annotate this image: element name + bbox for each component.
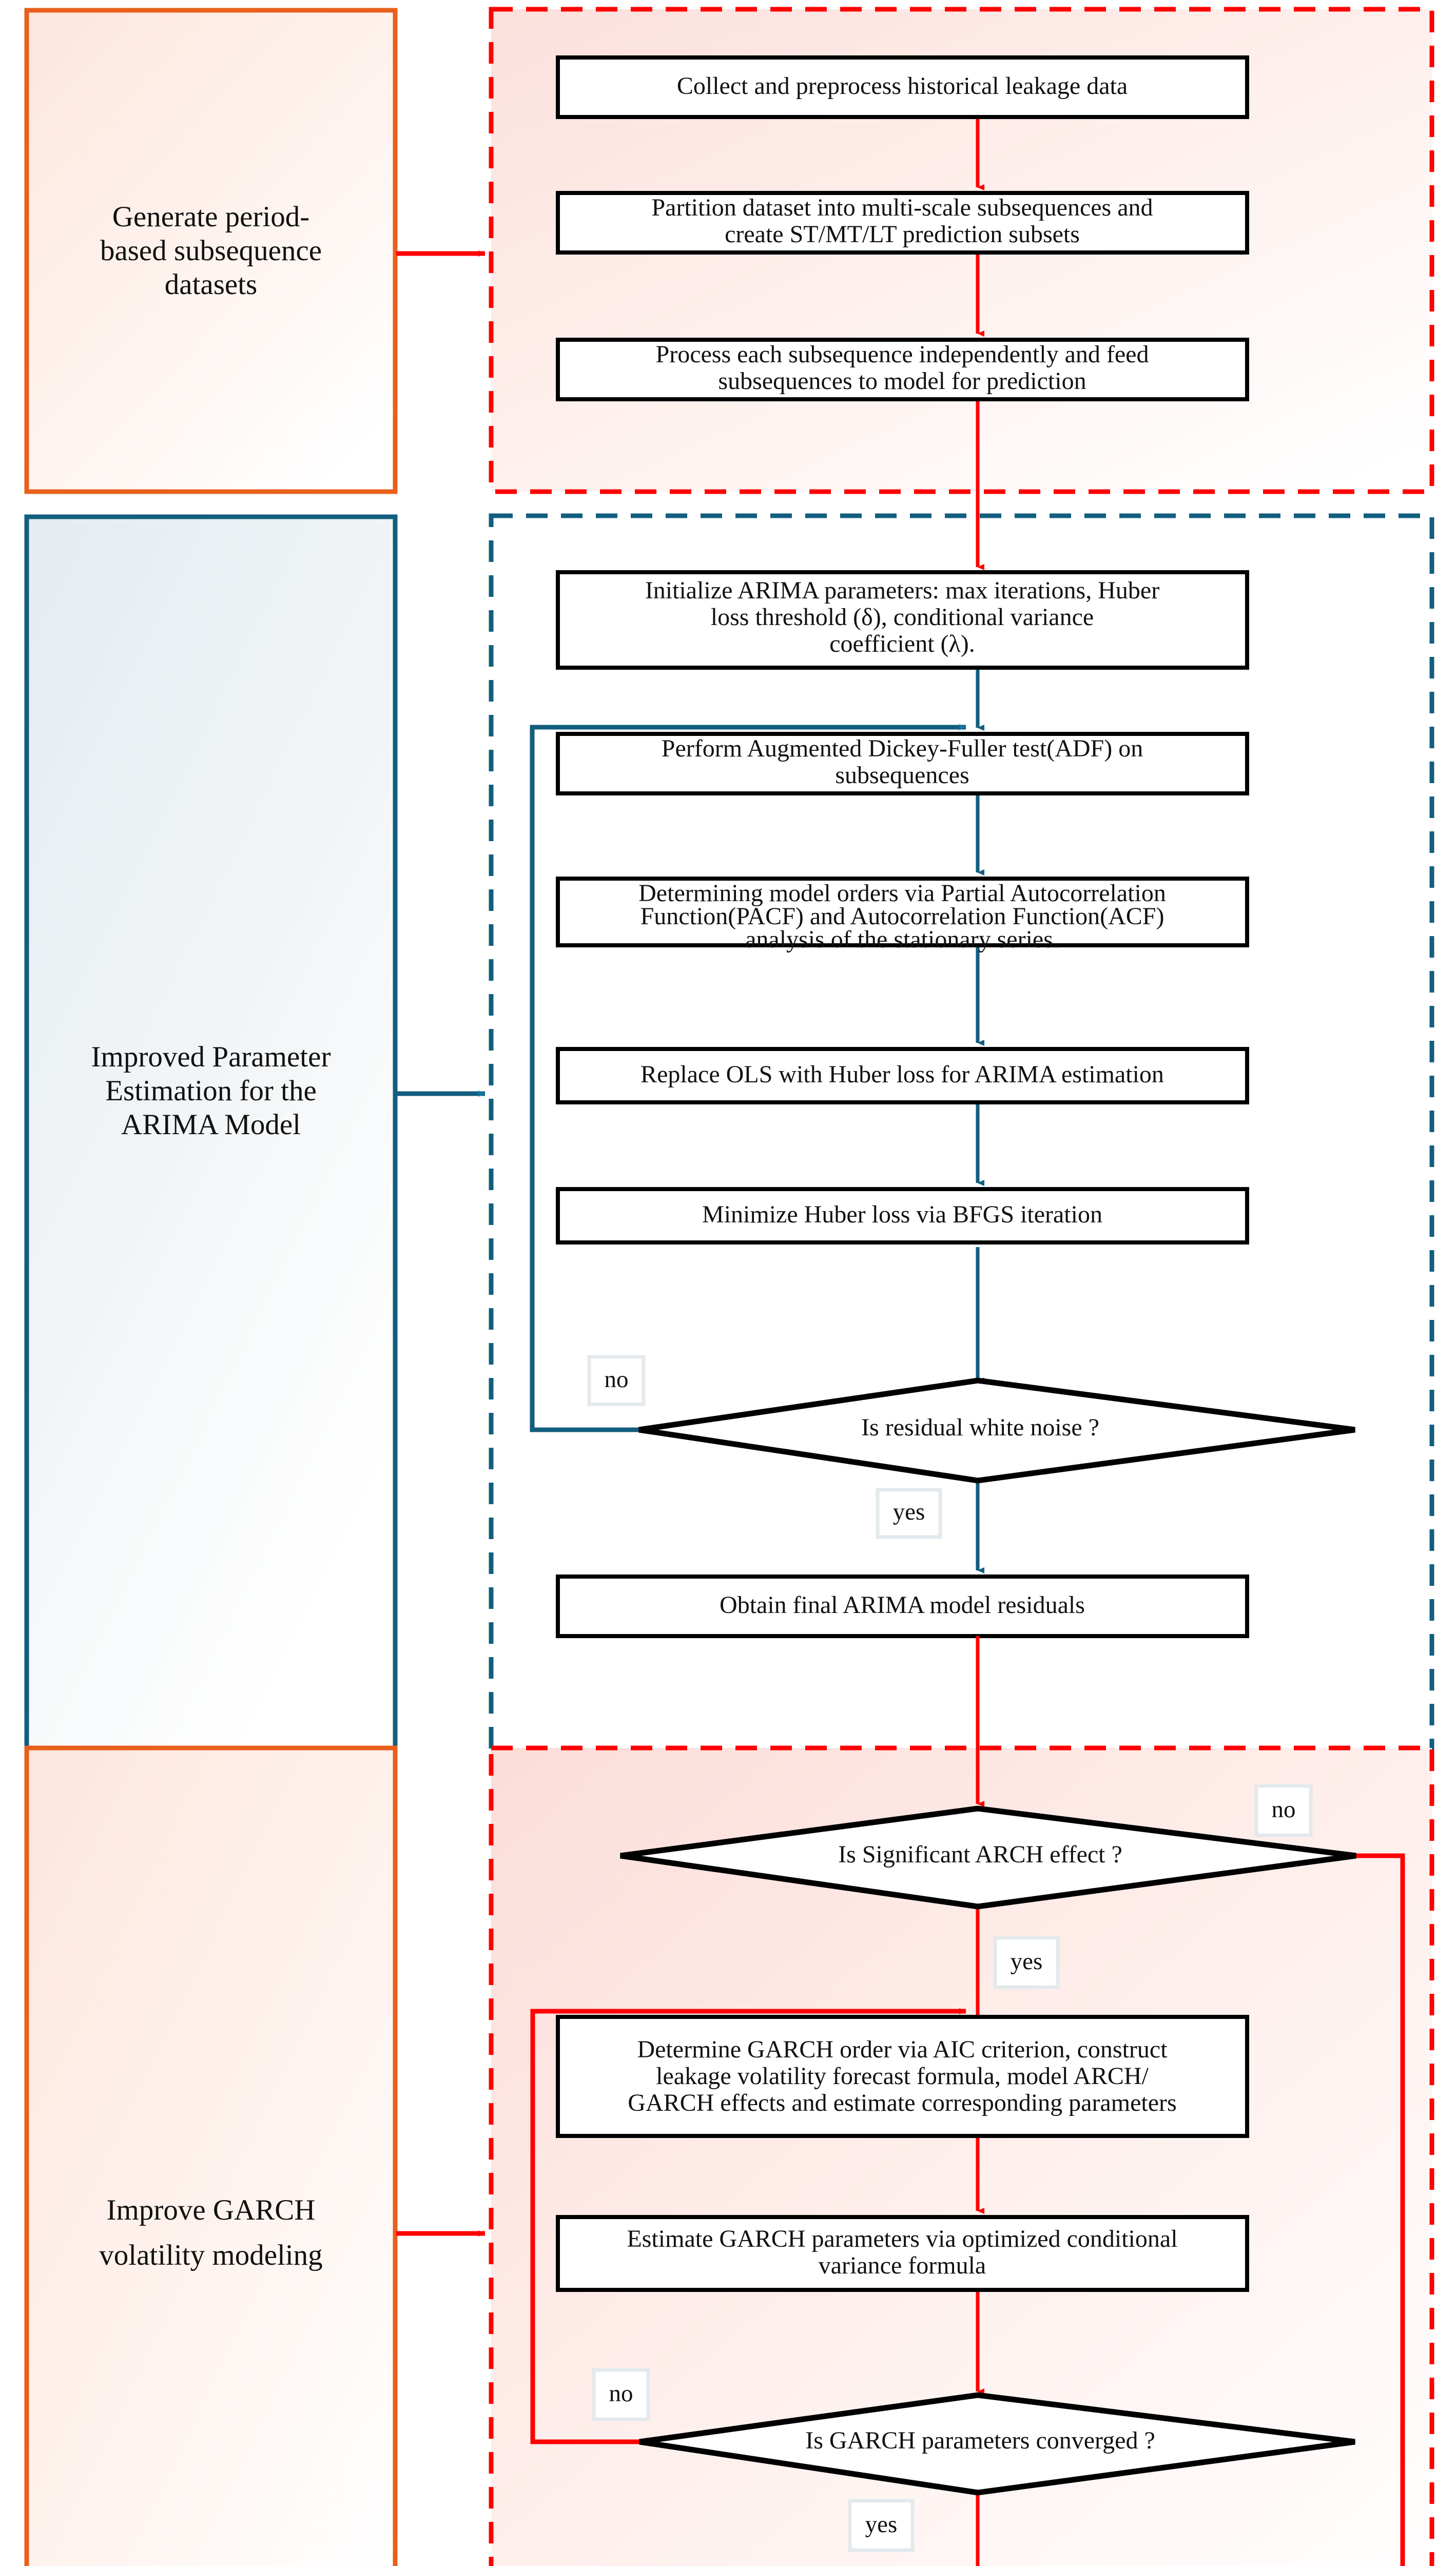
stage-panel-1[interactable]	[24, 8, 398, 494]
svg-text:Replace OLS with Huber loss fo: Replace OLS with Huber loss for ARIMA es…	[640, 1061, 1164, 1088]
stage-panel-1-label: Generate period- based subsequence datas…	[100, 201, 322, 301]
stage-panel-2-label: Improved Parameter Estimation for the AR…	[91, 1041, 331, 1141]
node-n10[interactable]: Obtain final ARIMA model residuals	[556, 1574, 1249, 1638]
node-n8[interactable]: Minimize Huber loss via BFGS iteration	[556, 1187, 1249, 1245]
node-n6[interactable]: Determining model orders via Partial Aut…	[556, 877, 1249, 953]
svg-text:coefficient (λ).: coefficient (λ).	[829, 630, 975, 657]
svg-text:Function(PACF) and Autocorrela: Function(PACF) and Autocorrelation Funct…	[640, 903, 1164, 930]
edge-n9-no-loop	[530, 724, 966, 1432]
svg-text:Obtain final ARIMA model resid: Obtain final ARIMA model residuals	[720, 1591, 1085, 1619]
stage-panel-3-label: Improve GARCH volatility modeling	[99, 2194, 322, 2271]
node-n5[interactable]: Perform Augmented Dickey-Fuller test(ADF…	[556, 732, 1249, 795]
svg-text:GARCH effects and estimate cor: GARCH effects and estimate corresponding…	[628, 2089, 1176, 2116]
node-n9[interactable]: Is residual white noise ?	[638, 1377, 1355, 1484]
edge-label-n9-no: no	[587, 1355, 646, 1406]
node-n3[interactable]: Process each subsequence independently a…	[556, 338, 1249, 401]
node-n13[interactable]: Estimate GARCH parameters via optimized …	[556, 2215, 1249, 2292]
svg-text:Is GARCH parameters converged: Is GARCH parameters converged ?	[805, 2427, 1155, 2454]
svg-text:variance formula: variance formula	[819, 2252, 986, 2279]
svg-text:Improve GARCH: Improve GARCH	[107, 2194, 316, 2226]
node-n7[interactable]: Replace OLS with Huber loss for ARIMA es…	[556, 1047, 1249, 1104]
svg-text:Estimation for the: Estimation for the	[105, 1075, 317, 1107]
edge-label-n11-yes: yes	[993, 1936, 1060, 1989]
svg-text:Determining model orders via P: Determining model orders via Partial Aut…	[638, 880, 1166, 907]
svg-text:yes: yes	[865, 2511, 898, 2538]
svg-text:Collect and preprocess histori: Collect and preprocess historical leakag…	[677, 72, 1128, 100]
svg-text:Improved Parameter: Improved Parameter	[91, 1041, 331, 1073]
edge-n14-no-loop	[530, 2008, 966, 2444]
svg-text:Estimate GARCH parameters via: Estimate GARCH parameters via optimized …	[627, 2225, 1177, 2252]
svg-text:Is residual white noise ?: Is residual white noise ?	[861, 1414, 1099, 1441]
svg-text:leakage volatility forecast fo: leakage volatility forecast formula, mod…	[656, 2063, 1149, 2090]
stage-panel-2[interactable]	[24, 514, 398, 1760]
svg-text:Initialize ARIMA parameters: m: Initialize ARIMA parameters: max iterati…	[645, 577, 1159, 604]
node-n11[interactable]: Is Significant ARCH effect ?	[620, 1805, 1356, 1910]
node-n1[interactable]: Collect and preprocess historical leakag…	[556, 55, 1249, 119]
node-n12[interactable]: Determine GARCH order via AIC criterion,…	[556, 2015, 1249, 2138]
svg-text:yes: yes	[1011, 1948, 1043, 1975]
svg-text:no: no	[1272, 1796, 1296, 1823]
stage-panel-3[interactable]	[24, 1745, 398, 2566]
svg-text:analysis of the stationary ser: analysis of the stationary series.	[745, 926, 1059, 953]
svg-text:datasets: datasets	[165, 268, 257, 301]
svg-text:based subsequence: based subsequence	[100, 235, 322, 267]
svg-text:subsequences to model for pred: subsequences to model for prediction	[718, 367, 1086, 395]
node-n2[interactable]: Partition dataset into multi-scale subse…	[556, 191, 1249, 255]
edge-n11-no-bypass	[1356, 1853, 1405, 2566]
svg-text:yes: yes	[893, 1499, 925, 1525]
edge-label-n11-no: no	[1254, 1784, 1313, 1837]
svg-text:volatility modeling: volatility modeling	[99, 2239, 322, 2271]
zone-stage-2	[489, 513, 1434, 1764]
svg-text:Partition dataset into multi-s: Partition dataset into multi-scale subse…	[651, 194, 1153, 221]
svg-text:Perform Augmented Dickey-Fulle: Perform Augmented Dickey-Fuller test(ADF…	[662, 735, 1143, 762]
svg-text:no: no	[605, 1366, 629, 1393]
svg-text:Determine GARCH order via AIC: Determine GARCH order via AIC criterion,…	[637, 2036, 1168, 2063]
edge-label-n14-yes: yes	[848, 2499, 915, 2552]
svg-text:Process each subsequence indep: Process each subsequence independently a…	[656, 341, 1149, 368]
edge-label-n14-no: no	[592, 2368, 650, 2421]
svg-text:Generate period-: Generate period-	[112, 201, 310, 233]
svg-text:Minimize Huber loss via BFGS i: Minimize Huber loss via BFGS iteration	[702, 1201, 1102, 1228]
node-n14[interactable]: Is GARCH parameters converged ?	[639, 2392, 1355, 2496]
svg-text:ARIMA Model: ARIMA Model	[121, 1109, 301, 1141]
edge-label-n9-yes: yes	[876, 1488, 942, 1539]
svg-text:subsequences: subsequences	[835, 762, 969, 789]
svg-text:Is Significant ARCH effect ?: Is Significant ARCH effect ?	[838, 1841, 1122, 1868]
svg-text:create ST/MT/LT prediction sub: create ST/MT/LT prediction subsets	[725, 221, 1080, 248]
svg-text:loss threshold (δ), conditiona: loss threshold (δ), conditional variance	[711, 604, 1094, 631]
node-n4[interactable]: Initialize ARIMA parameters: max iterati…	[556, 570, 1249, 670]
svg-text:no: no	[609, 2380, 633, 2407]
